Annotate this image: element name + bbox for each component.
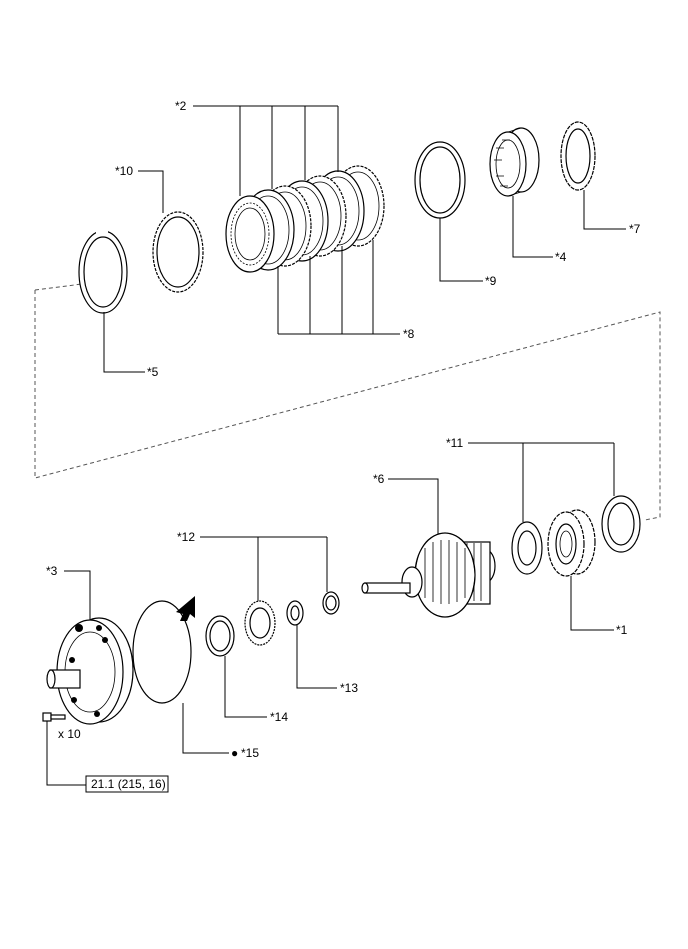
callout-15: *15 (241, 746, 259, 760)
part-o-ring-15 (132, 600, 192, 704)
part-clutch-pack-2-8 (225, 165, 385, 273)
callout-8: *8 (403, 327, 415, 341)
torque-spec-box: 21.1 (215, 16) (85, 775, 169, 793)
callout-1: *1 (616, 623, 628, 637)
arrow-marker-icon (176, 596, 195, 621)
part-ring-9 (414, 141, 466, 219)
part-snap-ring-5 (78, 226, 128, 314)
part-bushing-13 (286, 600, 304, 626)
callout-12: *12 (177, 530, 195, 544)
part-bearing-11a (511, 521, 543, 575)
callout-11: *11 (446, 436, 463, 450)
part-bearing-12 (244, 600, 276, 646)
part-clutch-drum-6 (361, 532, 496, 618)
part-oil-pump-3 (46, 617, 134, 725)
part-gear-1 (547, 509, 596, 577)
callout-15-bullet: ● (231, 746, 238, 760)
part-plate-10 (152, 211, 204, 293)
torque-spec: 21.1 (215, 16) (91, 777, 166, 791)
callout-14: *14 (270, 710, 288, 724)
callout-10: *10 (115, 164, 133, 178)
part-ring-14 (205, 615, 235, 657)
callout-7: *7 (629, 222, 641, 236)
callout-6: *6 (373, 472, 385, 486)
part-one-way-clutch-4 (489, 127, 540, 197)
bolt-quantity: x 10 (58, 727, 81, 741)
callout-13: *13 (340, 681, 358, 695)
alignment-dashed-line (34, 283, 661, 521)
callout-4: *4 (555, 250, 567, 264)
part-washer-7 (560, 121, 596, 191)
callout-5: *5 (147, 365, 159, 379)
callout-2: *2 (175, 99, 187, 113)
callout-9: *9 (485, 274, 497, 288)
callout-3: *3 (46, 564, 58, 578)
part-ring-12b (322, 591, 340, 615)
part-bearing-11b (601, 495, 641, 553)
bolt-icon (42, 712, 66, 722)
leader-lines (46, 105, 626, 786)
